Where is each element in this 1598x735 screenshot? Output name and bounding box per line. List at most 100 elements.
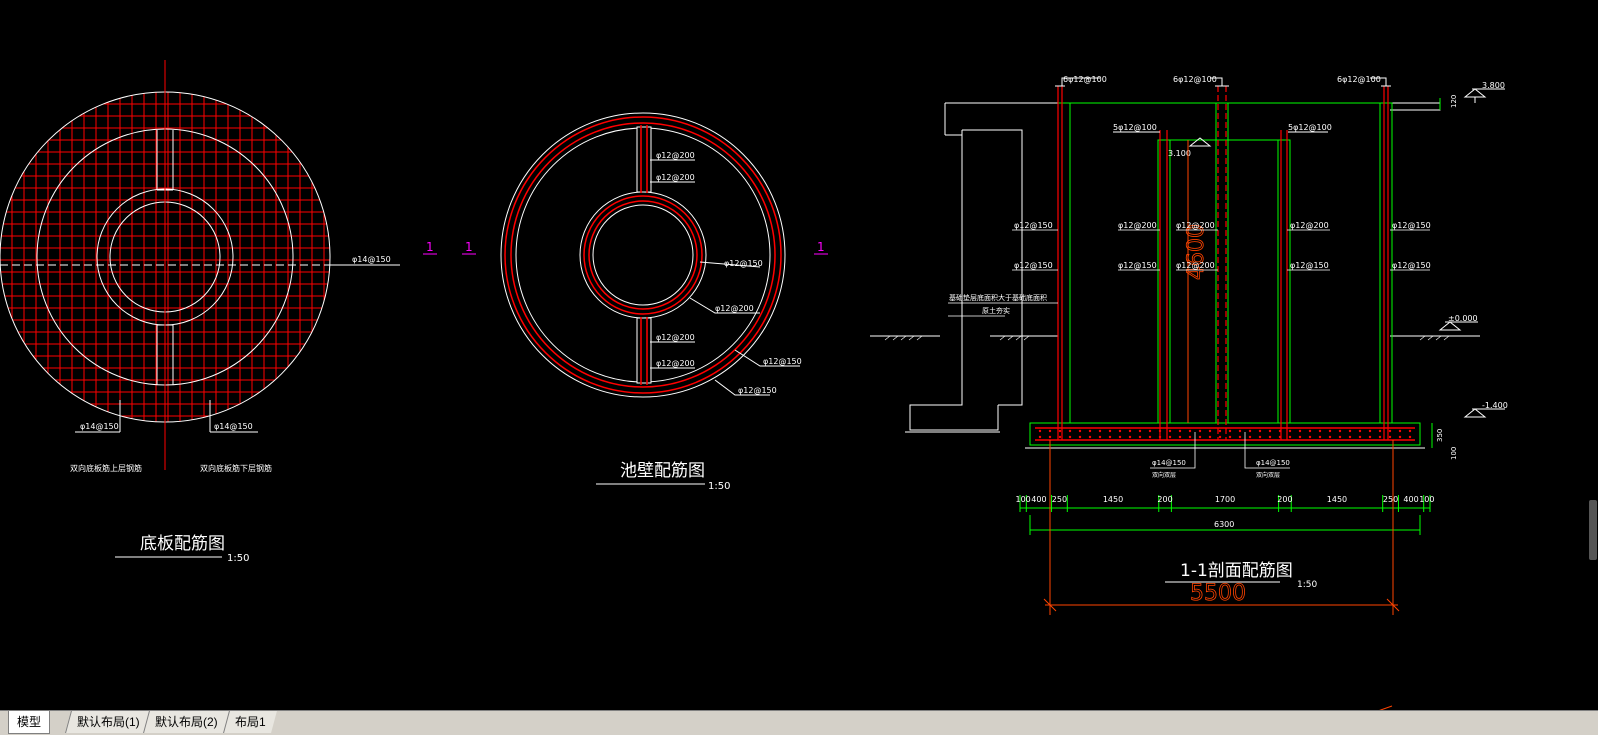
- slab-rebar-dot: [1358, 435, 1362, 439]
- slab-note-left: 双向底板筋上层钢筋: [70, 463, 142, 473]
- slab-rebar-label-br: φ14@150: [214, 422, 253, 431]
- wall-plan: φ12@200 φ12@200 φ12@150 φ12@200 φ12@200 …: [500, 112, 802, 492]
- section-row1-label-5: φ12@150: [1392, 221, 1431, 230]
- slab-rebar-dot: [1098, 435, 1102, 439]
- slab-rebar-dot: [1128, 429, 1132, 433]
- slab-rebar-dot: [1188, 429, 1192, 433]
- red-dim-5500: 5500: [1190, 581, 1246, 606]
- dim-120: 120: [1450, 95, 1458, 108]
- slab-rebar-label-bl: φ14@150: [80, 422, 119, 431]
- slab-rebar-dot: [1078, 435, 1082, 439]
- slab-rebar-dot: [1288, 429, 1292, 433]
- section-row1-label-3: φ12@200: [1176, 221, 1215, 230]
- slab-rebar-dot: [1068, 435, 1072, 439]
- section-title: 1-1剖面配筋图: [1180, 561, 1293, 581]
- slab-rebar-dot: [1088, 429, 1092, 433]
- section-note-2: 原土夯实: [982, 306, 1010, 315]
- dim-value: 1450: [1327, 495, 1347, 504]
- slab-rebar-dot: [1378, 435, 1382, 439]
- slab-rebar-dot: [1198, 435, 1202, 439]
- slab-rebar-dot: [1168, 429, 1172, 433]
- slab-note-right: 双向底板筋下层钢筋: [200, 463, 272, 473]
- wall-plan-title: 池壁配筋图: [620, 461, 705, 481]
- slab-rebar-dot: [1228, 435, 1232, 439]
- dim-value: 250: [1052, 495, 1067, 504]
- tab-default-layout-1[interactable]: 默认布局(1): [65, 711, 151, 733]
- slab-rebar-dot: [1178, 435, 1182, 439]
- wall-rebar-label-7: φ12@150: [763, 357, 802, 366]
- wall-outer-circle: [500, 112, 786, 398]
- slab-rebar-dot: [1068, 429, 1072, 433]
- base-rebar-label-right: φ14@150: [1256, 459, 1290, 467]
- layout-tab-bar: 模型 默认布局(1) 默认布局(2) 布局1: [0, 710, 1598, 735]
- slab-plan-scale: 1:50: [227, 553, 249, 564]
- slab-rebar-dot: [1188, 435, 1192, 439]
- slab-rebar-dot: [1398, 429, 1402, 433]
- slab-rebar-dot: [1138, 429, 1142, 433]
- wall-partition-top: [636, 126, 652, 193]
- slab-rebar-dot: [1058, 435, 1062, 439]
- slab-rebar-dot: [1048, 435, 1052, 439]
- tab-model[interactable]: 模型: [8, 711, 51, 734]
- dim-100-vertical: 100: [1450, 447, 1458, 460]
- slab-rebar-dot: [1388, 435, 1392, 439]
- slab-rebar-dot: [1138, 435, 1142, 439]
- slab-rebar-dot: [1178, 429, 1182, 433]
- elev-top: 3.800: [1482, 81, 1505, 90]
- dim-value: 250: [1383, 495, 1398, 504]
- base-slab: [1029, 422, 1421, 446]
- drawing-canvas[interactable]: φ14@150 φ14@150 φ14@150 双向底板筋上层钢筋 双向底板筋下…: [0, 0, 1598, 710]
- slab-rebar-dot: [1258, 429, 1262, 433]
- slab-rebar-dot: [1318, 429, 1322, 433]
- slab-rebar-dot: [1368, 429, 1372, 433]
- slab-rebar-dot: [1338, 429, 1342, 433]
- elev-bottom: -1.400: [1482, 401, 1508, 410]
- vertical-scrollbar[interactable]: [1588, 0, 1598, 710]
- dim-total-6300: 6300: [1214, 520, 1234, 529]
- slab-rebar-dot: [1038, 429, 1042, 433]
- section-row1-label-2: φ12@200: [1118, 221, 1157, 230]
- dim-value: 200: [1157, 495, 1172, 504]
- section-top-rebar-1: 6φ12@100: [1063, 75, 1107, 84]
- slab-rebar-dot: [1108, 429, 1112, 433]
- section-mark-1a: 1: [426, 240, 434, 254]
- slab-rebar-dot: [1118, 435, 1122, 439]
- slab-rebar-dot: [1308, 435, 1312, 439]
- slab-rebar-dot: [1238, 435, 1242, 439]
- slab-rebar-dot: [1208, 429, 1212, 433]
- slab-rebar-dot: [1268, 435, 1272, 439]
- slab-rebar-dot: [1058, 429, 1062, 433]
- section-mid-rebar-1: 5φ12@100: [1113, 123, 1157, 132]
- slab-rebar-dot: [1168, 435, 1172, 439]
- slab-rebar-dot: [1038, 435, 1042, 439]
- slab-rebar-label-right: φ14@150: [352, 255, 391, 264]
- elev-mid: 3.100: [1168, 149, 1191, 158]
- section-scale: 1:50: [1297, 580, 1317, 590]
- section-row2-label-3: φ12@200: [1176, 261, 1215, 270]
- slab-rebar-dot: [1298, 429, 1302, 433]
- slab-rebar-dot: [1198, 429, 1202, 433]
- dim-value: 100: [1419, 495, 1434, 504]
- section-1-1: 6φ12@100 6φ12@100 6φ12@100 5φ12@100 5φ12…: [870, 75, 1508, 615]
- dim-value: 200: [1277, 495, 1292, 504]
- bottom-slab-plan: φ14@150 φ14@150 φ14@150 双向底板筋上层钢筋 双向底板筋下…: [0, 60, 400, 564]
- section-mark-1b: 1: [465, 240, 473, 254]
- tab-layout-1[interactable]: 布局1: [223, 711, 277, 733]
- slab-rebar-dot: [1328, 429, 1332, 433]
- slab-rebar-dot: [1048, 429, 1052, 433]
- section-row1-label-4: φ12@200: [1290, 221, 1329, 230]
- section-row2-label-1: φ12@150: [1014, 261, 1053, 270]
- wall-rebar-label-1: φ12@200: [656, 151, 695, 160]
- slab-rebar-dot: [1308, 429, 1312, 433]
- tab-default-layout-2[interactable]: 默认布局(2): [143, 711, 229, 733]
- slab-rebar-dot: [1368, 435, 1372, 439]
- slab-rebar-dot: [1318, 435, 1322, 439]
- dim-350: 350: [1436, 429, 1444, 442]
- slab-rebar-dot: [1078, 429, 1082, 433]
- scroll-thumb[interactable]: [1589, 500, 1597, 560]
- base-rebar-label-left: φ14@150: [1152, 459, 1186, 467]
- red-dim-4600: 4600: [1184, 224, 1209, 280]
- slab-rebar-dot: [1248, 435, 1252, 439]
- slab-rebar-dot: [1298, 435, 1302, 439]
- wall-plan-scale: 1:50: [708, 481, 730, 492]
